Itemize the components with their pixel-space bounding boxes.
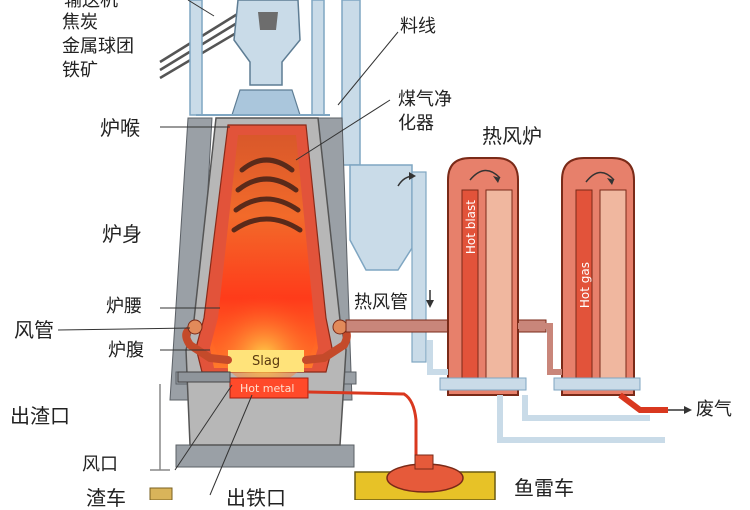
label-coke: 焦炭 <box>62 12 98 33</box>
label-hot-gas: Hot gas <box>578 262 592 309</box>
label-slag-car-partial: 渣车 <box>86 486 126 510</box>
leader-lines <box>57 0 399 351</box>
burden-layers <box>231 157 303 233</box>
label-furnace-shaft: 炉身 <box>102 222 142 246</box>
label-metal-pellet: 金属球团 <box>62 36 134 57</box>
slag-car <box>149 487 173 500</box>
label-hot-blast: Hot blast <box>464 200 478 255</box>
label-hot-stove: 热风炉 <box>482 124 542 148</box>
label-iron-ore: 铁矿 <box>62 60 98 81</box>
hot-stove-2 <box>553 157 641 396</box>
label-furnace-belly: 炉腰 <box>106 296 142 317</box>
label-slag: Slag <box>252 354 281 369</box>
label-tuyere: 风口 <box>82 454 118 475</box>
label-furnace-bosh: 炉腹 <box>108 340 144 361</box>
label-stockline: 料线 <box>400 16 436 37</box>
hot-stove-1 <box>439 157 527 396</box>
label-gas-cleaner: 煤气净化器 <box>398 89 452 134</box>
label-torpedo-car: 鱼雷车 <box>514 476 574 500</box>
label-furnace-throat: 炉喉 <box>100 116 140 140</box>
label-hot-blast-pipe: 热风管 <box>354 292 408 313</box>
gas-uptake-pipe <box>341 0 427 363</box>
furnace-top <box>189 0 330 116</box>
label-hot-metal: Hot metal <box>240 382 295 395</box>
outlets <box>150 371 418 496</box>
label-iron-outlet-partial: 出铁口 <box>226 486 286 510</box>
stove-pipes <box>427 323 668 443</box>
label-waste-gas: 废气 <box>696 399 732 420</box>
slag-layer <box>228 350 304 372</box>
label-conveyor-partial: 输送机 <box>64 0 118 11</box>
label-slag-outlet: 出渣口 <box>10 404 70 428</box>
torpedo-car <box>354 454 496 500</box>
label-tuyere-pipe: 风管 <box>14 318 54 342</box>
